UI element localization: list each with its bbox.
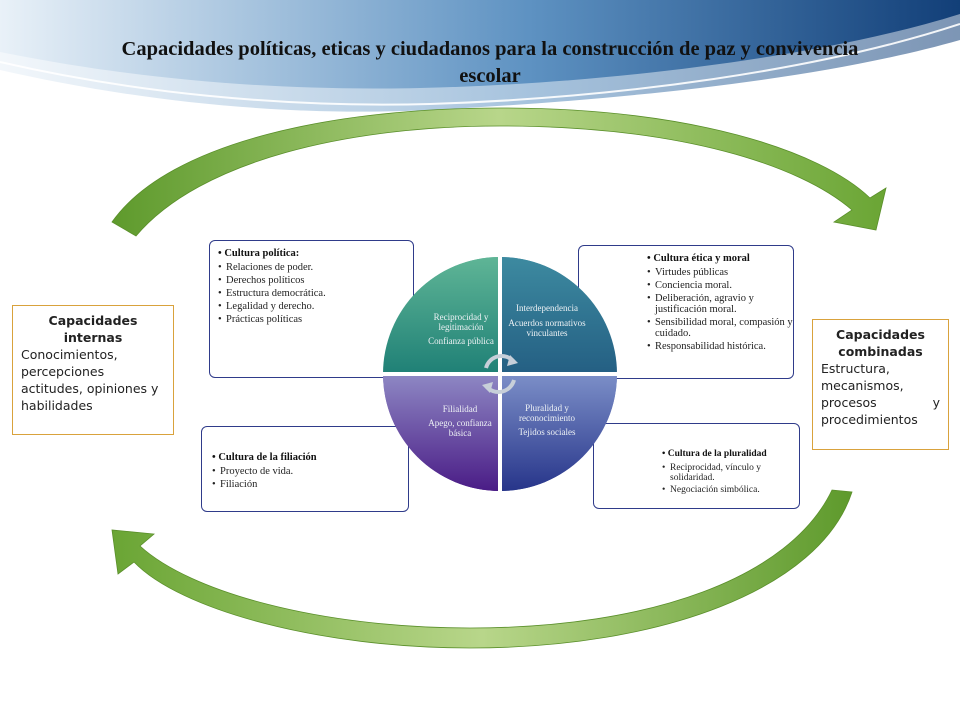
cultura-politica-list: Relaciones de poder. Derechos políticos … (218, 262, 405, 325)
cycle-icon (482, 354, 518, 394)
header-band (0, 0, 960, 112)
list-item: Legalidad y derecho. (218, 301, 405, 312)
list-item: Virtudes públicas (647, 267, 793, 278)
quadrant-bl-line1: Filialidad (442, 404, 478, 414)
quadrant-bl-text: Filialidad Apego, confianza básica (416, 404, 504, 438)
capacidades-internas-heading: Capacidades internas (48, 313, 138, 345)
cultura-pluralidad-list: Reciprocidad, vínculo y solidaridad. Neg… (662, 463, 793, 495)
cultura-pluralidad-box: • Cultura de la pluralidad Reciprocidad,… (593, 423, 800, 509)
list-item: Prácticas políticas (218, 314, 405, 325)
cultura-etica-title: • Cultura ética y moral (647, 253, 750, 264)
top-cycle-arrow (111, 107, 887, 237)
quadrant-tr-line2: Acuerdos normativos vinculantes (508, 318, 586, 338)
list-item: Responsabilidad histórica. (647, 341, 793, 352)
quadrant-tr-text: Interdependencia Acuerdos normativos vin… (504, 303, 590, 338)
quadrant-interdependencia (500, 257, 617, 374)
quadrant-tl-text: Reciprocidad y legitimación Confianza pú… (416, 312, 506, 346)
cultura-pluralidad-title: • Cultura de la pluralidad (662, 449, 767, 459)
capacidades-combinadas-heading: Capacidades combinadas (836, 327, 925, 359)
cultura-etica-list: Virtudes públicas Conciencia moral. Deli… (647, 267, 793, 352)
list-item: Estructura democrática. (218, 288, 405, 299)
list-item: Sensibilidad moral, compasión y cuidado. (647, 317, 793, 339)
list-item: Relaciones de poder. (218, 262, 405, 273)
quadrant-br-line2: Tejidos sociales (518, 427, 576, 437)
list-item: Proyecto de vida. (212, 466, 400, 477)
capacidades-combinadas-box: Capacidades combinadas Estructura, mecan… (812, 319, 949, 450)
list-item: Conciencia moral. (647, 280, 793, 291)
quadrant-reciprocidad (383, 257, 500, 374)
cultura-filiacion-title: • Cultura de la filiación (212, 452, 317, 463)
quadrant-bl-line2: Apego, confianza básica (428, 418, 492, 438)
list-item: Derechos políticos (218, 275, 405, 286)
bottom-cycle-arrow (111, 489, 853, 649)
list-item: Filiación (212, 479, 400, 490)
quadrant-tr-line1: Interdependencia (516, 303, 578, 313)
cultura-politica-title: • Cultura política: (218, 248, 300, 259)
capacidades-internas-box: Capacidades internas Conocimientos, perc… (12, 305, 174, 435)
cultura-politica-box: • Cultura política: Relaciones de poder.… (209, 240, 414, 378)
quadrant-br-line1: Pluralidad y reconocimiento (519, 403, 575, 423)
quadrant-tl-line1: Reciprocidad y legitimación (433, 312, 489, 332)
list-item: Negociación simbólica. (662, 485, 793, 495)
quadrant-pluralidad (500, 374, 617, 491)
quadrant-br-text: Pluralidad y reconocimiento Tejidos soci… (506, 403, 588, 437)
quadrant-filialidad (383, 374, 500, 491)
capacidades-internas-body: Conocimientos, percepciones actitudes, o… (21, 347, 159, 413)
list-item: Deliberación, agravio y justificación mo… (647, 293, 793, 315)
capacidades-combinadas-body: Estructura, mecanismos, procesos y proce… (821, 361, 940, 427)
list-item: Reciprocidad, vínculo y solidaridad. (662, 463, 793, 483)
page-title: Capacidades políticas, eticas y ciudadan… (121, 38, 859, 87)
quadrant-tl-line2: Confianza pública (428, 336, 494, 346)
cultura-filiacion-list: Proyecto de vida. Filiación (212, 466, 400, 490)
cultura-filiacion-box: • Cultura de la filiación Proyecto de vi… (201, 426, 409, 512)
